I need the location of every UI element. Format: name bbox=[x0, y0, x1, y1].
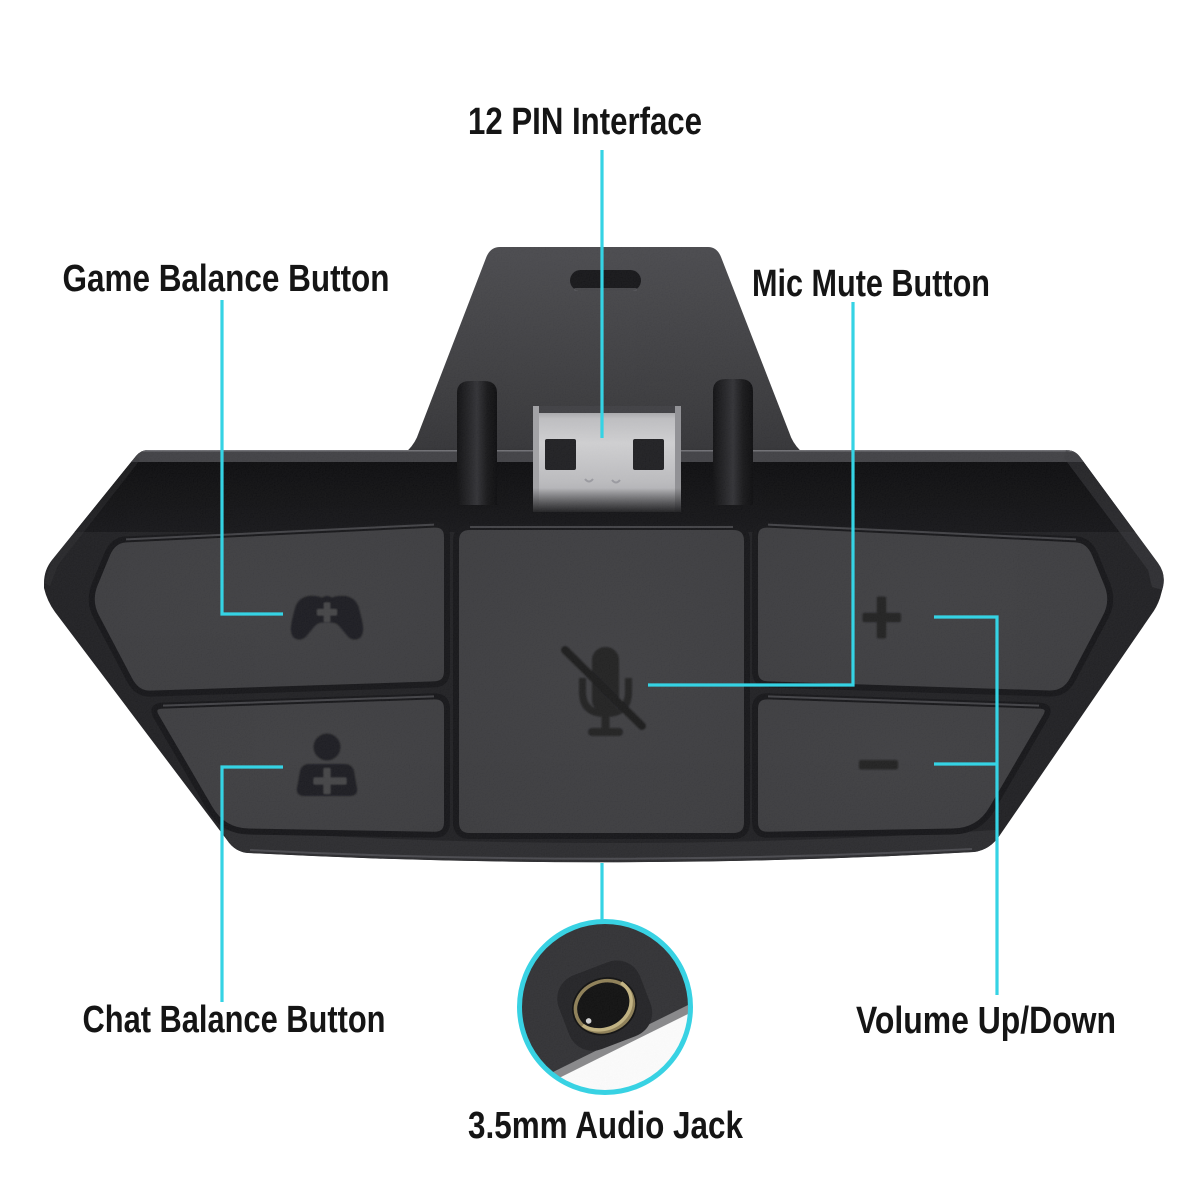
svg-text:Volume Up/Down: Volume Up/Down bbox=[856, 1000, 1116, 1042]
svg-text:12 PIN Interface: 12 PIN Interface bbox=[468, 101, 702, 143]
svg-text:Game Balance Button: Game Balance Button bbox=[63, 258, 390, 300]
svg-text:Chat Balance Button: Chat Balance Button bbox=[83, 999, 386, 1041]
svg-text:3.5mm Audio Jack: 3.5mm Audio Jack bbox=[468, 1105, 744, 1147]
svg-text:Mic Mute Button: Mic Mute Button bbox=[752, 263, 990, 305]
